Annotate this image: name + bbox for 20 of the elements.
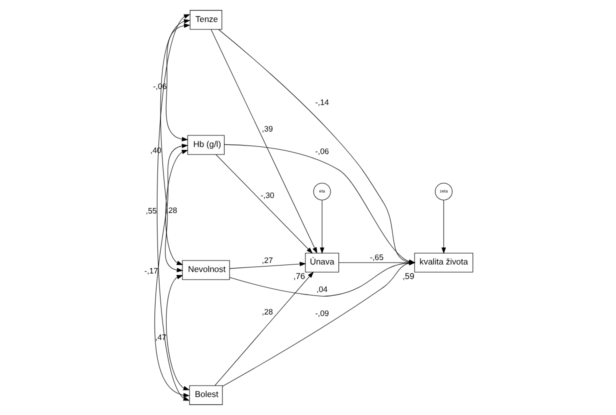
arrow bbox=[160, 19, 190, 272]
arrow bbox=[156, 14, 190, 401]
node-box: kvalita života bbox=[414, 252, 473, 272]
node-box: Nevolnost bbox=[182, 260, 230, 280]
arrow bbox=[319, 200, 324, 254]
arrow bbox=[215, 154, 312, 254]
node-box: Tenze bbox=[189, 10, 222, 30]
node-box: Únava bbox=[304, 252, 339, 272]
arrow bbox=[154, 144, 190, 398]
arrow bbox=[210, 29, 317, 254]
arrow bbox=[441, 200, 446, 254]
node-box: Hb (g/l) bbox=[186, 135, 224, 155]
arrow bbox=[166, 275, 190, 390]
arrow bbox=[164, 150, 188, 266]
arrow bbox=[228, 262, 306, 269]
node-label: ,59 bbox=[402, 270, 414, 281]
arrow bbox=[165, 23, 190, 142]
arrow bbox=[214, 272, 314, 386]
node-box: Bolest bbox=[188, 385, 222, 405]
node-label: ,76 bbox=[292, 270, 305, 281]
